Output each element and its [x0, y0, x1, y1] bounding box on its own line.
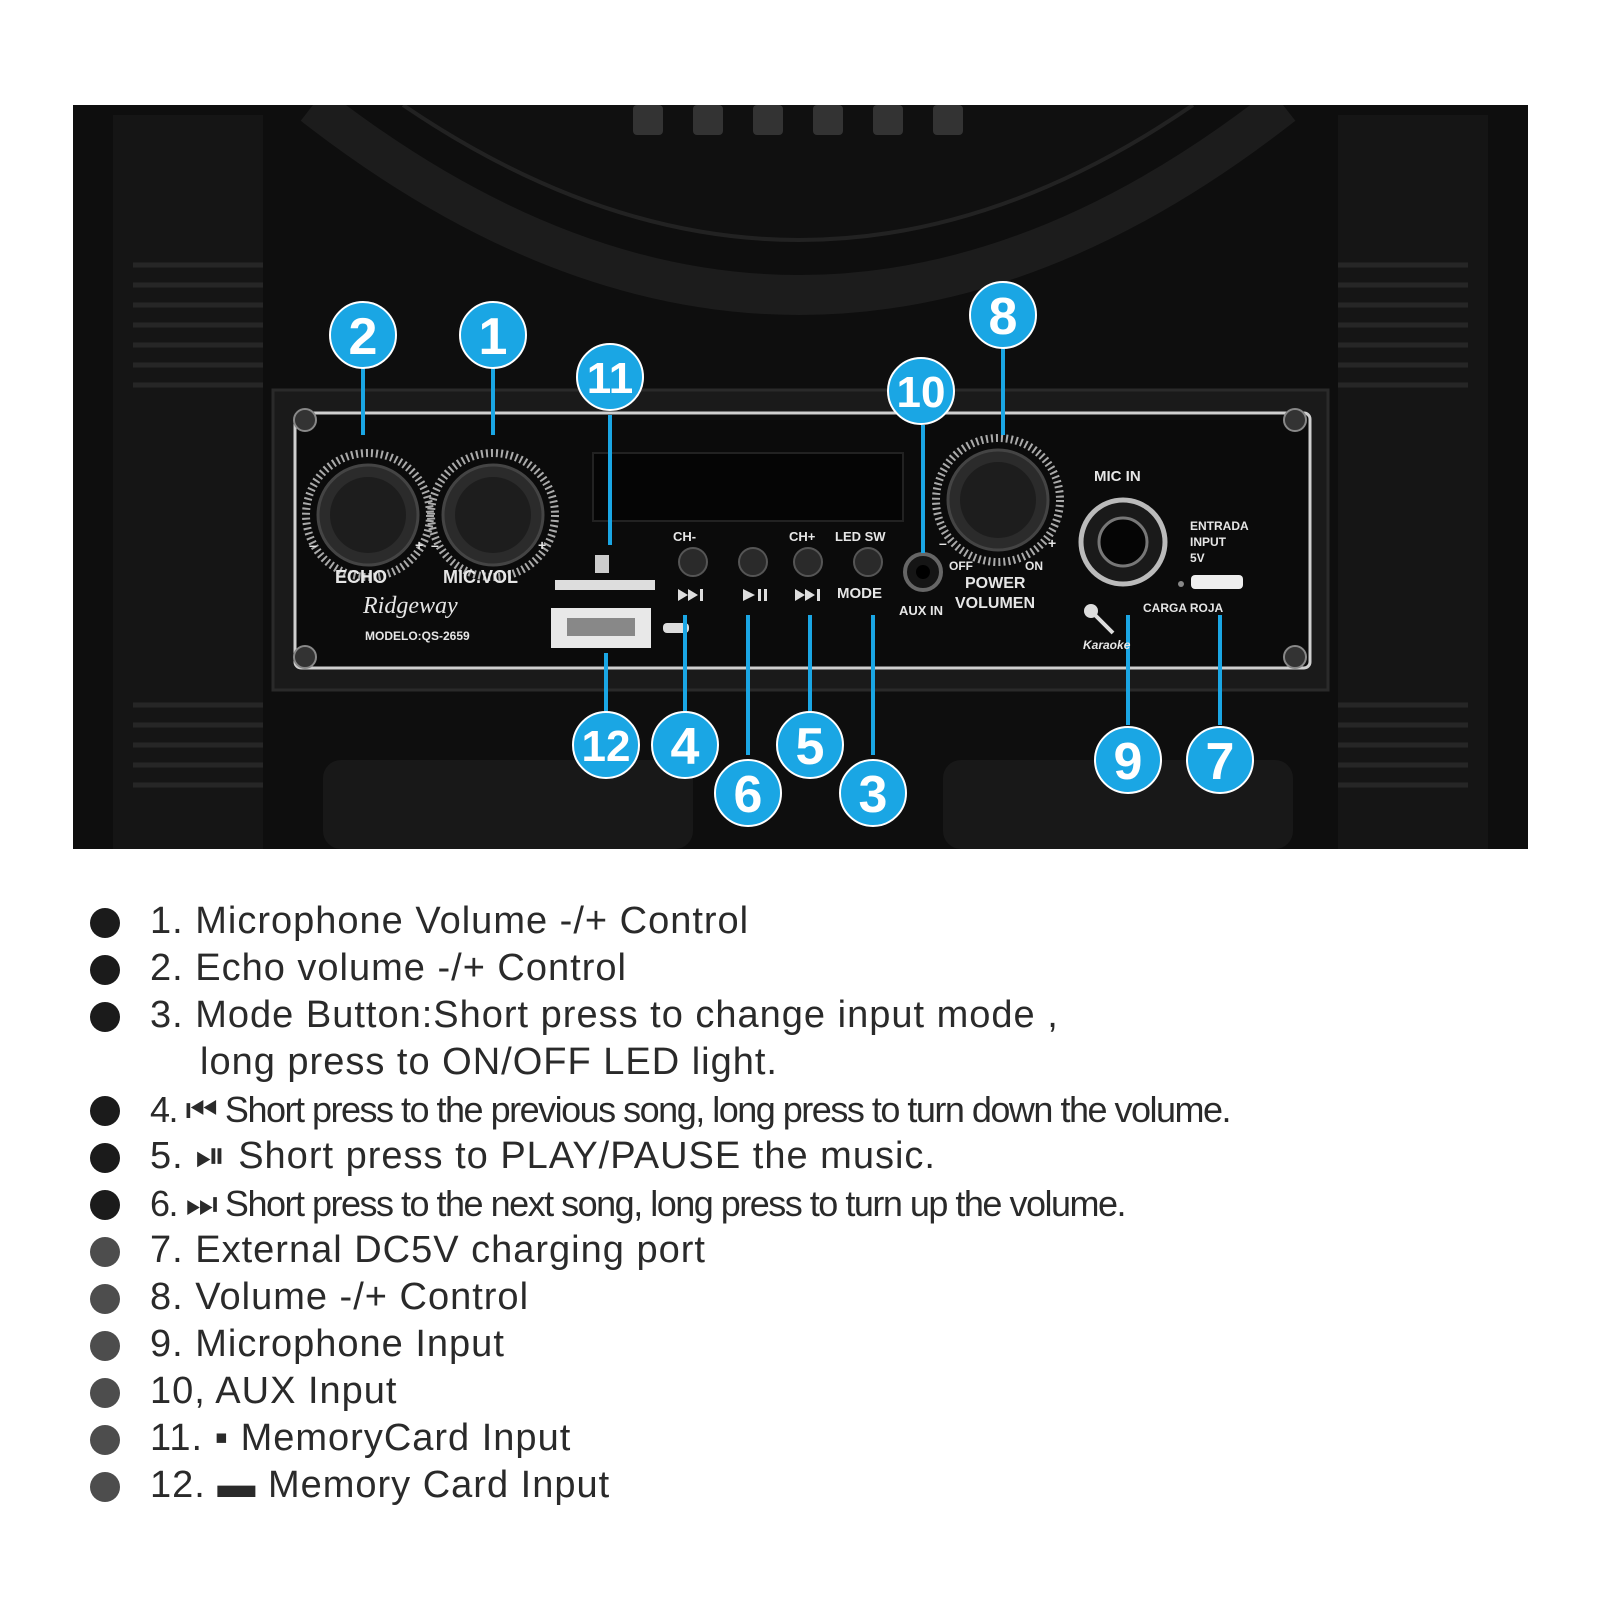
legend-text: 12. ▬ Memory Card Input	[150, 1464, 611, 1506]
bullet-icon	[90, 1425, 120, 1455]
bullet-icon	[90, 955, 120, 985]
bullet-icon	[90, 1096, 120, 1126]
legend-text: long press to ON/OFF LED light.	[200, 1041, 778, 1083]
callout-4: 4	[651, 711, 719, 779]
five-v-label: 5V	[1190, 551, 1205, 565]
entrada-label: ENTRADA	[1190, 519, 1249, 533]
micvol-label: MIC.VOL	[443, 567, 518, 587]
model-label: MODELO:QS-2659	[365, 629, 470, 643]
legend-text: 5. ⏯ Short press to PLAY/PAUSE the music…	[150, 1135, 936, 1177]
callout-12: 12	[572, 711, 640, 779]
legend-text: 3. Mode Button:Short press to change inp…	[150, 994, 1059, 1036]
bullet-icon	[90, 1472, 120, 1502]
callout-2: 2	[329, 301, 397, 369]
aux-in-label: AUX IN	[899, 603, 944, 618]
speaker-panel-photo: ECHO MIC.VOL – + – + Ridgeway MODELO:QS-…	[73, 105, 1528, 849]
legend-item: 12. ▬ Memory Card Input	[88, 1462, 1488, 1509]
ch-minus-label: CH-	[673, 529, 697, 544]
led-sw-label: LED SW	[835, 529, 886, 544]
legend-item: 6. ⏭ Short press to the next song, long …	[88, 1180, 1488, 1227]
callout-8: 8	[969, 281, 1037, 349]
mode-label: MODE	[837, 585, 882, 602]
legend-item-continuation: long press to ON/OFF LED light.	[88, 1039, 1488, 1086]
callout-1: 1	[459, 301, 527, 369]
bullet-icon	[90, 1002, 120, 1032]
echo-minus-label: –	[309, 537, 317, 553]
power-vol-plus-label: +	[1048, 535, 1057, 551]
legend-item: 7. External DC5V charging port	[88, 1227, 1488, 1274]
bullet-icon	[90, 1237, 120, 1267]
echo-label: ECHO	[335, 567, 388, 587]
legend-list: 1. Microphone Volume -/+ Control 2. Echo…	[88, 898, 1488, 1509]
bullet-icon	[90, 1284, 120, 1314]
echo-plus-label: +	[415, 537, 424, 553]
legend-item: 10, AUX Input	[88, 1368, 1488, 1415]
legend-text: 10, AUX Input	[150, 1370, 398, 1412]
callout-7: 7	[1186, 726, 1254, 794]
input-label: INPUT	[1190, 535, 1226, 549]
off-label: OFF	[949, 559, 973, 573]
speaker-housing-drawing	[73, 105, 1528, 849]
on-label: ON	[1025, 559, 1043, 573]
bullet-icon	[90, 1143, 120, 1173]
power-label: POWER	[965, 575, 1026, 592]
legend-text: 6. ⏭ Short press to the next song, long …	[150, 1183, 1127, 1224]
callout-11: 11	[576, 343, 644, 411]
legend-text: 1. Microphone Volume -/+ Control	[150, 900, 750, 942]
legend-text: 7. External DC5V charging port	[150, 1229, 706, 1271]
karaoke-label: Karaoke	[1083, 638, 1131, 652]
legend-item: 5. ⏯ Short press to PLAY/PAUSE the music…	[88, 1133, 1488, 1180]
legend-item: 8. Volume -/+ Control	[88, 1274, 1488, 1321]
volumen-label: VOLUMEN	[955, 595, 1035, 612]
brand-logo: Ridgeway	[363, 593, 458, 619]
callout-3: 3	[839, 759, 907, 827]
micvol-minus-label: –	[431, 537, 439, 553]
mic-in-label: MIC IN	[1094, 468, 1141, 485]
ch-plus-label: CH+	[789, 529, 816, 544]
bullet-icon	[90, 908, 120, 938]
bullet-icon	[90, 1190, 120, 1220]
legend-item: 9. Microphone Input	[88, 1321, 1488, 1368]
legend-text: 2. Echo volume -/+ Control	[150, 947, 627, 989]
legend-item: 3. Mode Button:Short press to change inp…	[88, 992, 1488, 1039]
legend-text: 9. Microphone Input	[150, 1323, 505, 1365]
carga-roja-label: CARGA ROJA	[1143, 601, 1224, 615]
legend-item: 4. ⏮ Short press to the previous song, l…	[88, 1086, 1488, 1133]
callout-9: 9	[1094, 726, 1162, 794]
legend-item: 1. Microphone Volume -/+ Control	[88, 898, 1488, 945]
callout-10: 10	[887, 357, 955, 425]
callout-5: 5	[776, 711, 844, 779]
legend-text: 8. Volume -/+ Control	[150, 1276, 530, 1318]
legend-text: 11. ▪ MemoryCard Input	[150, 1417, 572, 1459]
callout-6: 6	[714, 759, 782, 827]
bullet-icon	[90, 1331, 120, 1361]
bullet-icon	[90, 1378, 120, 1408]
legend-text: 4. ⏮ Short press to the previous song, l…	[150, 1089, 1232, 1130]
legend-item: 2. Echo volume -/+ Control	[88, 945, 1488, 992]
micvol-plus-label: +	[538, 537, 547, 553]
legend-item: 11. ▪ MemoryCard Input	[88, 1415, 1488, 1462]
power-vol-minus-label: –	[939, 535, 947, 551]
